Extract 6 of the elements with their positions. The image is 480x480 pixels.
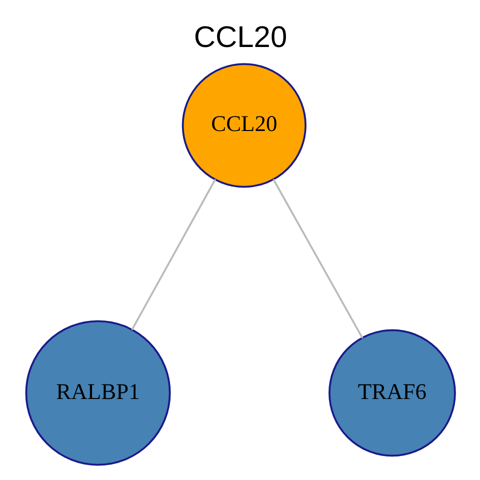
node-circle: RALBP1 [24, 320, 170, 466]
connector [272, 178, 363, 339]
diagram-title: CCL20 [193, 21, 287, 54]
node-circle: TRAF6 [328, 329, 456, 457]
connector [130, 178, 216, 330]
node-circle: CCL20 [181, 63, 306, 188]
